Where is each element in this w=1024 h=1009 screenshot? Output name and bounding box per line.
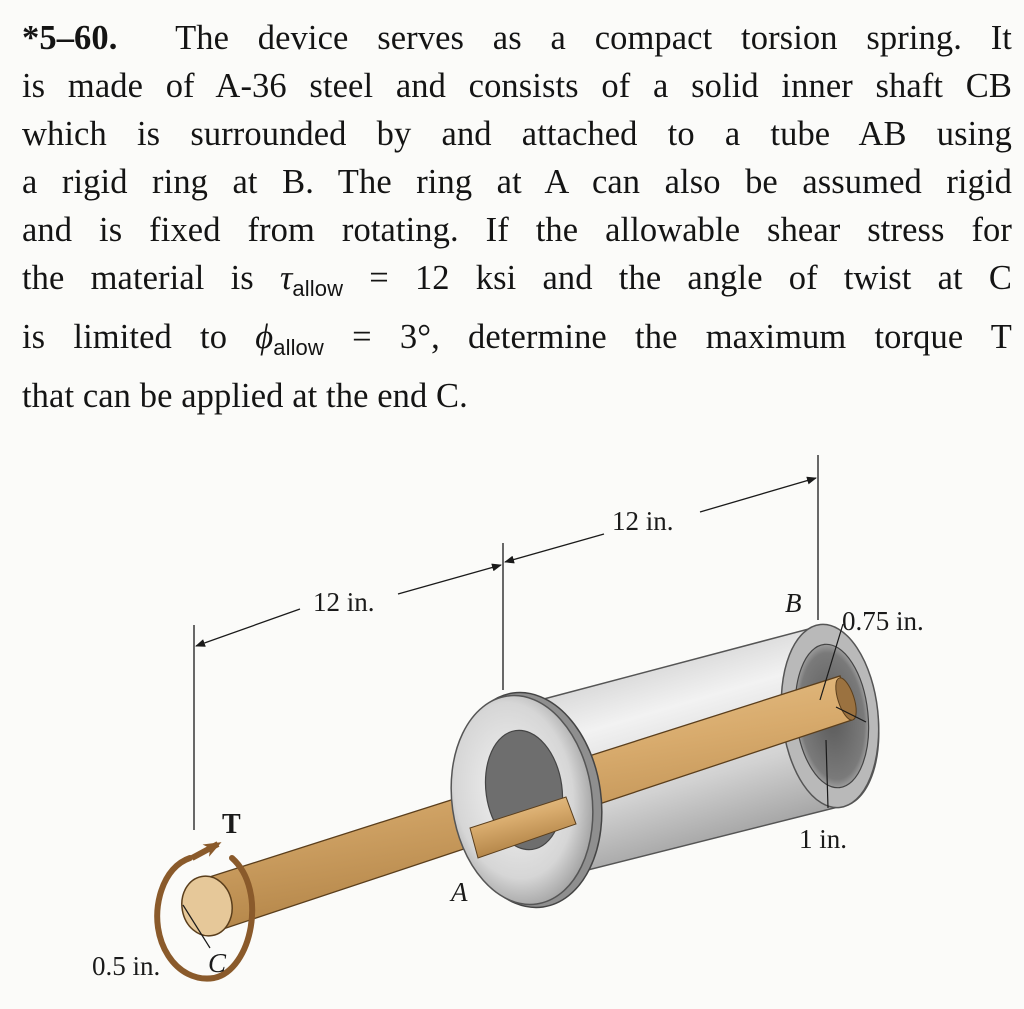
dimension-lines	[193, 455, 819, 830]
problem-line-2: is made of A-36 steel and consists of a …	[22, 67, 1012, 105]
problem-line-7: is limited to ϕallow = 3°, determine the…	[22, 318, 1012, 360]
leader-inner-radius	[819, 623, 844, 701]
ring-a	[450, 691, 603, 909]
label-c: C	[208, 948, 227, 978]
label-outer-radius: 1 in.	[799, 824, 847, 854]
tau-subscript: allow	[292, 276, 344, 301]
dim-arrow-ca-left	[195, 608, 301, 647]
dim-label-ca: 12 in.	[313, 587, 375, 617]
label-t: T	[222, 809, 241, 840]
torque-arrow	[154, 841, 256, 982]
leader-lines	[819, 623, 867, 809]
problem-line-3: which is surrounded by and attached to a…	[22, 115, 1012, 153]
dim-arrow-ca-right	[397, 563, 502, 595]
problem-line-8: that can be applied at the end C.	[22, 377, 468, 415]
label-b: B	[785, 588, 802, 618]
phi-symbol: ϕ	[255, 318, 274, 356]
leader-c	[182, 904, 211, 949]
phi-subscript: allow	[273, 335, 324, 360]
radius-line	[835, 706, 867, 723]
problem-line-4: a rigid ring at B. The ring at A can als…	[22, 163, 1012, 201]
dim-arrow-ab-right	[699, 476, 817, 513]
problem-number: *5–60.	[22, 19, 118, 57]
problem-statement: *5–60. The device serves as a compact to…	[22, 14, 1012, 420]
problem-line-5: and is fixed from rotating. If the allow…	[22, 211, 1012, 249]
label-a: A	[449, 877, 468, 907]
problem-line-6: the material is τallow = 12 ksi and the …	[22, 259, 1012, 301]
leader-outer-radius	[825, 739, 829, 809]
shaft-end-c	[181, 875, 233, 949]
tau-symbol: τ	[279, 259, 293, 297]
label-inner-radius: 0.75 in.	[842, 606, 924, 636]
dim-arrow-ab-left	[504, 533, 605, 564]
label-shaft-radius: 0.5 in.	[92, 951, 160, 981]
dim-label-ab: 12 in.	[612, 506, 674, 536]
problem-line-1: *5–60. The device serves as a compact to…	[22, 19, 1012, 57]
